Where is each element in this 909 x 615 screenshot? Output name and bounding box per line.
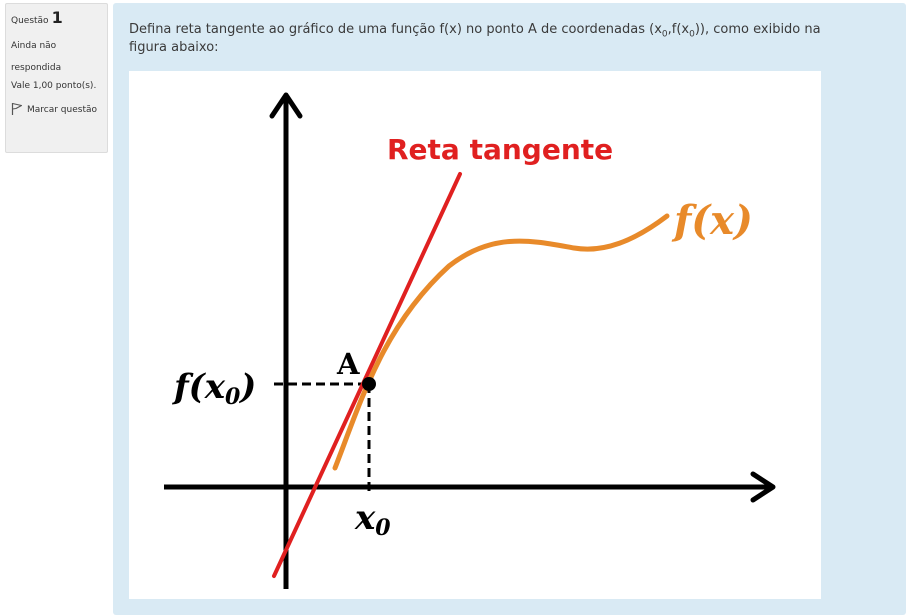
question-text-start: Defina reta tangente ao gráfico de uma f… (129, 22, 662, 37)
question-text: Defina reta tangente ao gráfico de uma f… (129, 21, 849, 57)
x0-label-main: x (354, 498, 376, 538)
question-subscript-2: 0 (689, 29, 695, 40)
fx0-label: f(x0) (172, 367, 256, 410)
y-axis-arrow (269, 92, 303, 119)
flag-icon (11, 102, 23, 115)
fx0-label-subscript: 0 (225, 384, 241, 410)
question-label: Questão (11, 16, 49, 26)
tangent-line (272, 172, 462, 578)
question-grade: Vale 1,00 ponto(s). (11, 81, 97, 91)
x0-label: x0 (354, 498, 391, 541)
flag-question-button[interactable]: Marcar questão (11, 100, 107, 120)
function-curve (332, 213, 670, 471)
point-a-label: A (336, 347, 360, 381)
question-number-row: Questão 1 (11, 10, 107, 26)
question-text-end: )), como exibido na figura abaixo: (129, 22, 821, 55)
tangent-diagram: A Reta tangente f(x) f(x0) x0 (164, 92, 776, 589)
question-content: Defina reta tangente ao gráfico de uma f… (113, 3, 906, 615)
fx0-label-close: ) (238, 367, 256, 407)
tangent-label: Reta tangente (387, 133, 613, 166)
curve-label: f(x) (671, 197, 753, 244)
question-text-mid: ,f(x (667, 22, 690, 37)
question-subscript-1: 0 (661, 29, 668, 40)
point-a (362, 377, 376, 391)
tangent-figure: A Reta tangente f(x) f(x0) x0 (129, 71, 821, 599)
x0-label-subscript: 0 (375, 515, 391, 541)
question-state: Ainda não respondida (11, 41, 62, 73)
x-axis-arrow (750, 471, 776, 503)
question-number: 1 (51, 8, 63, 27)
question-info-panel: Questão 1 Ainda não respondida Vale 1,00… (5, 3, 108, 153)
fx0-label-main: f(x (172, 367, 226, 407)
flag-question-label: Marcar questão (27, 105, 98, 115)
